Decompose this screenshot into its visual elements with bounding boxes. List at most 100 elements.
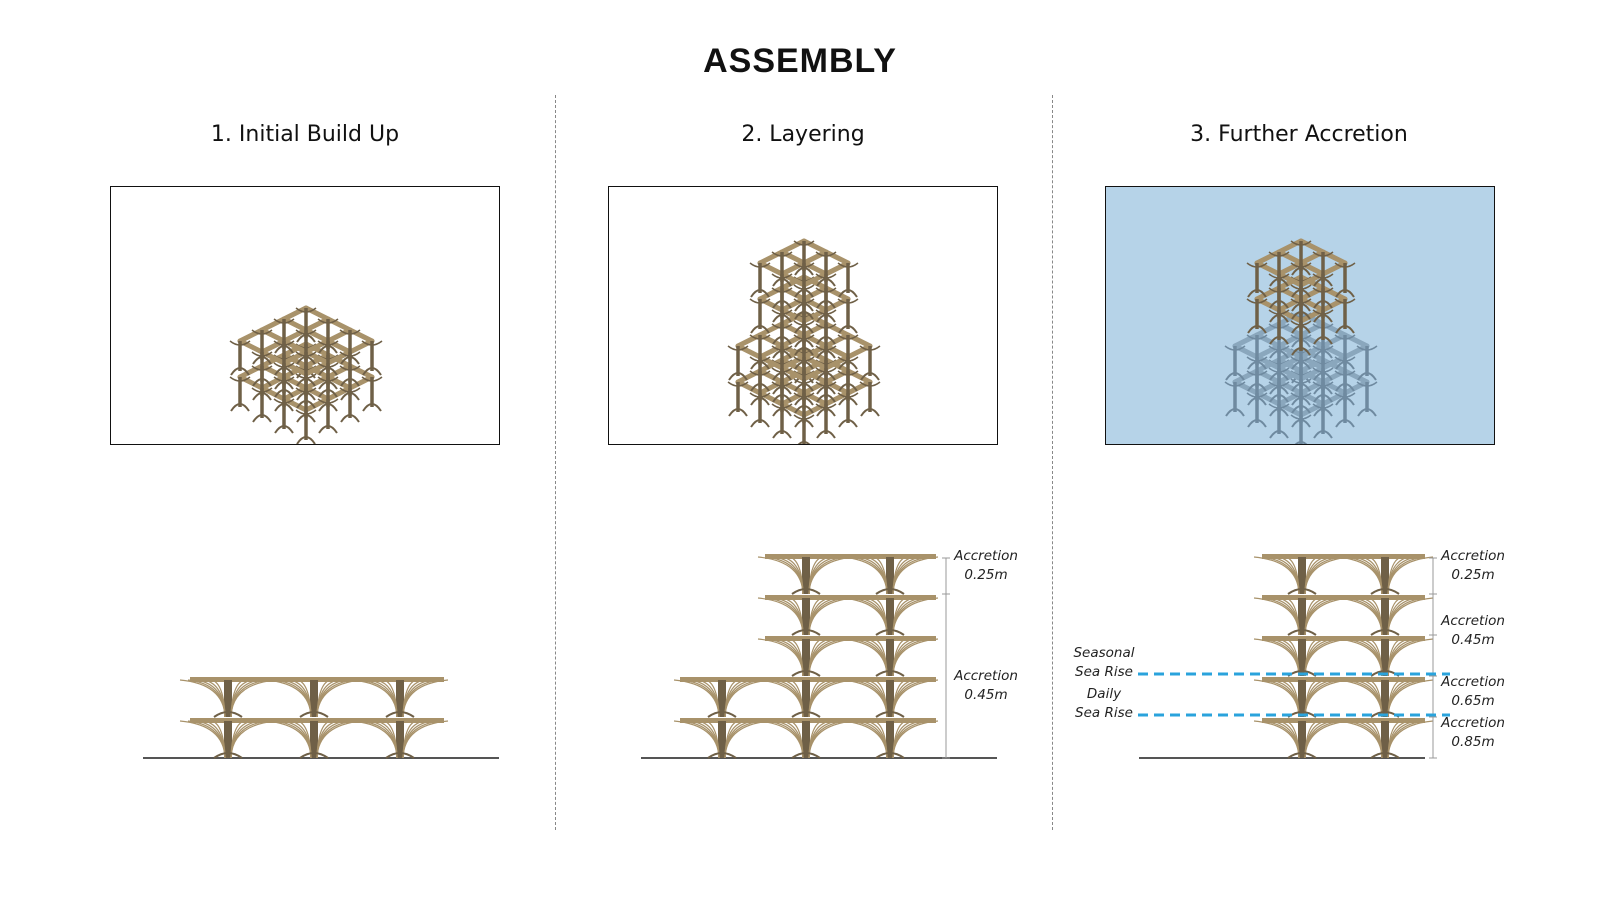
lattice-beam: [1254, 368, 1282, 385]
elevation-foot: [791, 588, 821, 595]
elevation-strut: [351, 720, 398, 759]
lattice-foot: [1269, 336, 1289, 345]
elevation-strut: [1304, 597, 1319, 636]
elevation-strut: [1253, 638, 1300, 677]
elevation-strut: [873, 556, 888, 595]
lattice-foot: [1357, 372, 1377, 381]
lattice-foot: [1247, 361, 1267, 370]
elevation-strut: [1253, 597, 1300, 636]
elevation-column: [396, 721, 404, 758]
lattice-foot: [1313, 394, 1333, 403]
elevation-strut: [1368, 556, 1383, 595]
elevation-strut: [892, 597, 907, 636]
elevation-strut: [1387, 720, 1402, 759]
lattice-beam: [1298, 249, 1326, 266]
lattice-beam: [801, 321, 829, 338]
elevation-strut: [892, 679, 907, 718]
lattice-foot: [1313, 336, 1333, 345]
lattice-foot: [816, 300, 836, 309]
lattice-foot: [274, 403, 294, 412]
elevation-strut: [892, 679, 939, 718]
lattice-beam: [1298, 401, 1326, 418]
lattice-foot: [750, 325, 770, 334]
lattice-capital: [1312, 251, 1334, 257]
lattice-foot: [1269, 408, 1289, 417]
elevation-foot: [213, 711, 243, 718]
lattice-capital: [361, 340, 383, 346]
elevation-strut: [351, 679, 398, 718]
lattice-capital: [273, 318, 295, 324]
elevation-strut: [841, 597, 888, 636]
lattice-beam: [237, 374, 265, 391]
lattice-beam: [801, 238, 829, 255]
lattice-beam: [779, 307, 807, 324]
lattice-beam: [259, 316, 287, 333]
lattice-beam: [303, 338, 331, 355]
lattice-beam: [1320, 285, 1348, 302]
lattice-beam: [259, 349, 287, 366]
elevation-strut: [1368, 720, 1383, 759]
elevation-strut: [1387, 556, 1402, 595]
lattice-beam: [1276, 307, 1304, 324]
elevation-strut: [1387, 638, 1434, 677]
lattice-beam: [823, 260, 851, 277]
lattice-beam: [779, 296, 807, 313]
elevation-column: [1381, 721, 1389, 758]
lattice-foot: [1291, 383, 1311, 392]
lattice-beam: [1254, 296, 1282, 313]
elevation-strut: [230, 679, 245, 718]
lattice-capital: [1356, 345, 1378, 351]
lattice-beam: [735, 368, 763, 385]
lattice-beam: [757, 332, 785, 349]
lattice-foot: [838, 361, 858, 370]
lattice-foot: [230, 367, 250, 376]
lattice-beam: [281, 327, 309, 344]
lattice-layer: [1224, 310, 1378, 414]
lattice-capital: [1290, 240, 1312, 246]
lattice-beam: [303, 327, 331, 344]
accretion-label: Accretion: [1440, 613, 1505, 629]
elevation-strut: [1253, 679, 1300, 718]
elevation-foot: [299, 711, 329, 718]
elevation-strut: [230, 679, 277, 718]
lattice-foot: [1247, 325, 1267, 334]
lattice-foot: [1247, 397, 1267, 406]
lattice-foot: [838, 289, 858, 298]
lattice-beam: [1298, 332, 1326, 349]
lattice-foot: [750, 361, 770, 370]
lattice-capital: [295, 307, 317, 313]
elevation-strut: [1304, 638, 1319, 677]
elevation-foot: [875, 588, 905, 595]
elevation-column: [886, 680, 894, 717]
lattice-beam: [779, 343, 807, 360]
lattice-beam: [237, 327, 265, 344]
lattice-beam: [823, 343, 851, 360]
lattice-beam: [823, 368, 851, 385]
elevation-strut: [757, 720, 804, 759]
lattice-beam: [757, 368, 785, 385]
lattice-beam: [1320, 343, 1348, 360]
elevation-strut: [1285, 679, 1300, 718]
lattice-foot: [1225, 408, 1245, 417]
elevation-strut: [1368, 679, 1383, 718]
lattice-beam: [1254, 321, 1282, 338]
lattice-foot: [1247, 289, 1267, 298]
lattice-beam: [1276, 321, 1304, 338]
lattice-beam: [1276, 368, 1304, 385]
lattice-beam: [1320, 379, 1348, 396]
lattice-foot: [1269, 350, 1289, 359]
elevation-strut: [1387, 679, 1402, 718]
elevation-foot: [791, 711, 821, 718]
lattice-layer: [1246, 274, 1356, 356]
elevation-strut: [841, 638, 888, 677]
lattice-foot: [838, 397, 858, 406]
elevation-strut: [1253, 556, 1300, 595]
lattice-beam: [281, 338, 309, 355]
elevation-strut: [1387, 638, 1402, 677]
lattice-beam: [1276, 238, 1304, 255]
lattice-capital: [251, 329, 273, 335]
lattice-beam: [1276, 271, 1304, 288]
lattice-beam: [779, 346, 807, 363]
elevation-foot: [385, 752, 415, 759]
elevation-strut: [757, 556, 804, 595]
